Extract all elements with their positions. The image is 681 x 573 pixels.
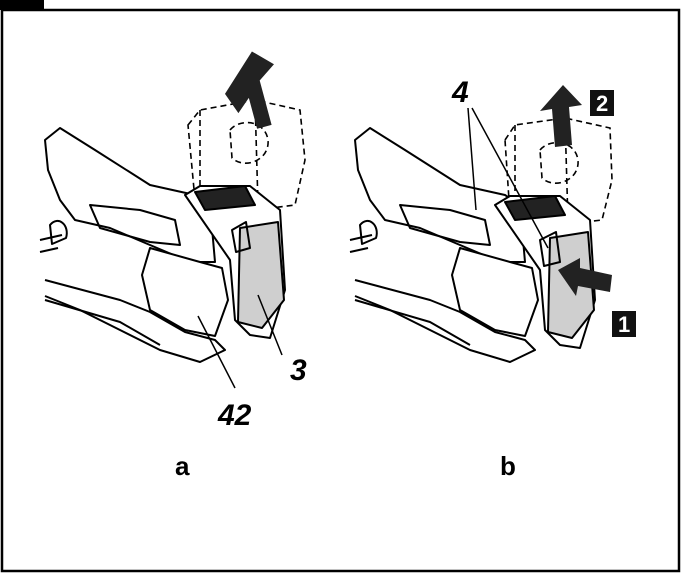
step-1-box bbox=[612, 311, 636, 337]
leader-4-b bbox=[471, 107, 549, 249]
leader-3 bbox=[257, 294, 283, 356]
tool-body-a bbox=[39, 127, 229, 363]
header-tab bbox=[0, 0, 44, 10]
battery-ghost-a bbox=[187, 99, 306, 211]
leader-42 bbox=[197, 315, 236, 389]
step-2-number: 2 bbox=[596, 91, 608, 116]
panel-b: 4 2 1 b bbox=[349, 76, 636, 481]
callout-3: 3 bbox=[290, 354, 307, 387]
tool-body-b bbox=[349, 127, 539, 363]
leader-4-a bbox=[467, 107, 477, 211]
remove-arrow-b bbox=[540, 85, 582, 147]
panel-label-b: b bbox=[500, 451, 516, 481]
press-arrow-b bbox=[558, 258, 612, 296]
callout-42: 42 bbox=[217, 399, 252, 432]
step-1-number: 1 bbox=[618, 312, 630, 337]
panel-label-a: a bbox=[175, 451, 190, 481]
panel-a: 3 42 a bbox=[39, 51, 307, 481]
step-2-box bbox=[590, 90, 614, 116]
insert-arrow-a bbox=[224, 51, 274, 129]
callout-4: 4 bbox=[451, 76, 469, 109]
battery-pack-b bbox=[494, 195, 596, 349]
